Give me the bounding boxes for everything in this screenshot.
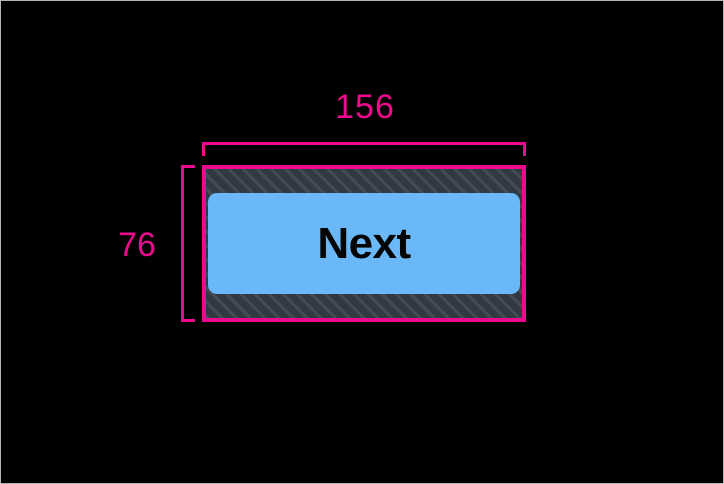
height-measurement-label: 76 bbox=[118, 226, 156, 264]
element-bounding-box: Next bbox=[202, 165, 526, 322]
width-measurement-bracket bbox=[202, 142, 526, 156]
next-button-label: Next bbox=[317, 218, 411, 268]
width-measurement-label: 156 bbox=[335, 88, 395, 126]
height-measurement-bracket bbox=[181, 165, 195, 322]
element-padding-region: Next bbox=[206, 169, 522, 318]
next-button[interactable]: Next bbox=[208, 193, 520, 294]
